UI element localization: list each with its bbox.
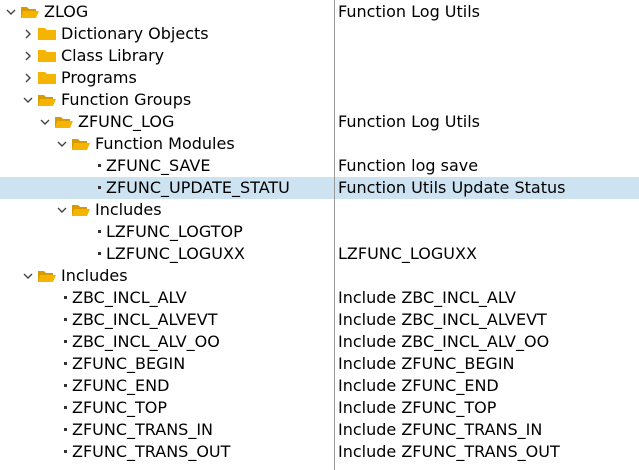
chevron-down-icon[interactable] xyxy=(55,133,69,155)
tree-node-label: ZBC_INCL_ALVEVT xyxy=(72,310,218,329)
tree-node-description: Include ZFUNC_TRANS_OUT xyxy=(338,442,560,461)
tree-node-description: Include ZBC_INCL_ALV_OO xyxy=(338,332,550,351)
tree-folder-row[interactable]: ZLOG Function Log Utils xyxy=(0,1,639,23)
tree-folder-row[interactable]: Includes xyxy=(0,265,639,287)
bullet-icon xyxy=(64,318,67,321)
tree-node-description: Include ZFUNC_TRANS_IN xyxy=(338,420,543,439)
tree-node-label: LZFUNC_LOGTOP xyxy=(106,222,243,241)
tree-item-row[interactable]: ZFUNC_TRANS_OUT Include ZFUNC_TRANS_OUT xyxy=(0,441,639,463)
tree-node-label: Includes xyxy=(95,200,162,219)
folder-icon xyxy=(37,26,57,42)
tree-node-label: ZFUNC_LOG xyxy=(78,112,175,131)
tree-node-label: Function Modules xyxy=(95,134,235,153)
folder-icon xyxy=(37,70,57,86)
selection-highlight xyxy=(0,177,639,199)
tree-node-description: Include ZBC_INCL_ALV xyxy=(338,288,516,307)
tree-folder-row[interactable]: Function Modules xyxy=(0,133,639,155)
tree-node-label: ZFUNC_TRANS_IN xyxy=(72,420,214,439)
tree-folder-row[interactable]: Includes xyxy=(0,199,639,221)
tree-folder-row[interactable]: ZFUNC_LOG Function Log Utils xyxy=(0,111,639,133)
bullet-icon xyxy=(64,406,67,409)
chevron-down-icon[interactable] xyxy=(38,111,52,133)
tree-item-row[interactable]: ZFUNC_END Include ZFUNC_END xyxy=(0,375,639,397)
tree-node-description: Include ZFUNC_TOP xyxy=(338,398,497,417)
tree-folder-row[interactable]: Class Library xyxy=(0,45,639,67)
tree-node-label: ZBC_INCL_ALV xyxy=(72,288,187,307)
bullet-icon xyxy=(64,384,67,387)
tree-node-label: Programs xyxy=(61,68,137,87)
tree-folder-row[interactable]: Dictionary Objects xyxy=(0,23,639,45)
bullet-icon xyxy=(64,296,67,299)
tree-node-description: Function Log Utils xyxy=(338,2,481,21)
tree-folder-row[interactable]: Programs xyxy=(0,67,639,89)
tree-folder-row[interactable]: Function Groups xyxy=(0,89,639,111)
tree-node-label: Function Groups xyxy=(61,90,192,109)
tree-node-description: LZFUNC_LOGUXX xyxy=(338,244,477,263)
folder-open-icon xyxy=(54,114,74,130)
folder-open-icon xyxy=(37,92,57,108)
tree-node-label: ZLOG xyxy=(44,2,89,21)
bullet-icon xyxy=(64,428,67,431)
column-divider[interactable] xyxy=(334,0,335,470)
tree-item-row[interactable]: ZFUNC_TRANS_IN Include ZFUNC_TRANS_IN xyxy=(0,419,639,441)
tree-item-row[interactable]: ZBC_INCL_ALVEVT Include ZBC_INCL_ALVEVT xyxy=(0,309,639,331)
tree-node-description: Function Utils Update Status xyxy=(338,178,566,197)
tree-item-row[interactable]: ZBC_INCL_ALV_OO Include ZBC_INCL_ALV_OO xyxy=(0,331,639,353)
tree-node-label: ZFUNC_TRANS_OUT xyxy=(72,442,231,461)
bullet-icon xyxy=(64,450,67,453)
folder-open-icon xyxy=(71,202,91,218)
bullet-icon xyxy=(98,186,101,189)
tree-item-row[interactable]: LZFUNC_LOGTOP xyxy=(0,221,639,243)
folder-open-icon xyxy=(37,268,57,284)
chevron-down-icon[interactable] xyxy=(21,265,35,287)
chevron-right-icon[interactable] xyxy=(21,67,35,89)
bullet-icon xyxy=(64,362,67,365)
bullet-icon xyxy=(64,340,67,343)
tree-item-row[interactable]: ZFUNC_TOP Include ZFUNC_TOP xyxy=(0,397,639,419)
tree-item-row[interactable]: ZFUNC_SAVE Function log save xyxy=(0,155,639,177)
bullet-icon xyxy=(98,164,101,167)
tree-node-description: Include ZFUNC_BEGIN xyxy=(338,354,515,373)
tree-item-row[interactable]: LZFUNC_LOGUXX LZFUNC_LOGUXX xyxy=(0,243,639,265)
tree-node-label: Class Library xyxy=(61,46,165,65)
tree-node-label: ZFUNC_TOP xyxy=(72,398,168,417)
chevron-right-icon[interactable] xyxy=(21,45,35,67)
folder-open-icon xyxy=(20,4,40,20)
chevron-right-icon[interactable] xyxy=(21,23,35,45)
tree-node-label: Dictionary Objects xyxy=(61,24,209,43)
bullet-icon xyxy=(98,230,101,233)
tree-node-label: ZFUNC_END xyxy=(72,376,170,395)
tree-node-label: ZBC_INCL_ALV_OO xyxy=(72,332,220,351)
tree-node-label: LZFUNC_LOGUXX xyxy=(106,244,245,263)
bullet-icon xyxy=(98,252,101,255)
folder-open-icon xyxy=(71,136,91,152)
tree-node-description: Function log save xyxy=(338,156,479,175)
chevron-down-icon[interactable] xyxy=(4,1,18,23)
tree-item-row[interactable]: ZFUNC_UPDATE_STATU Function Utils Update … xyxy=(0,177,639,199)
tree-node-label: ZFUNC_BEGIN xyxy=(72,354,186,373)
tree-node-label: ZFUNC_UPDATE_STATU xyxy=(106,178,290,197)
tree-item-row[interactable]: ZFUNC_BEGIN Include ZFUNC_BEGIN xyxy=(0,353,639,375)
tree-node-label: Includes xyxy=(61,266,128,285)
chevron-down-icon[interactable] xyxy=(55,199,69,221)
tree-node-description: Include ZFUNC_END xyxy=(338,376,499,395)
tree-item-row[interactable]: ZBC_INCL_ALV Include ZBC_INCL_ALV xyxy=(0,287,639,309)
tree-node-description: Include ZBC_INCL_ALVEVT xyxy=(338,310,547,329)
tree-node-description: Function Log Utils xyxy=(338,112,481,131)
chevron-down-icon[interactable] xyxy=(21,89,35,111)
tree-node-label: ZFUNC_SAVE xyxy=(106,156,211,175)
folder-icon xyxy=(37,48,57,64)
